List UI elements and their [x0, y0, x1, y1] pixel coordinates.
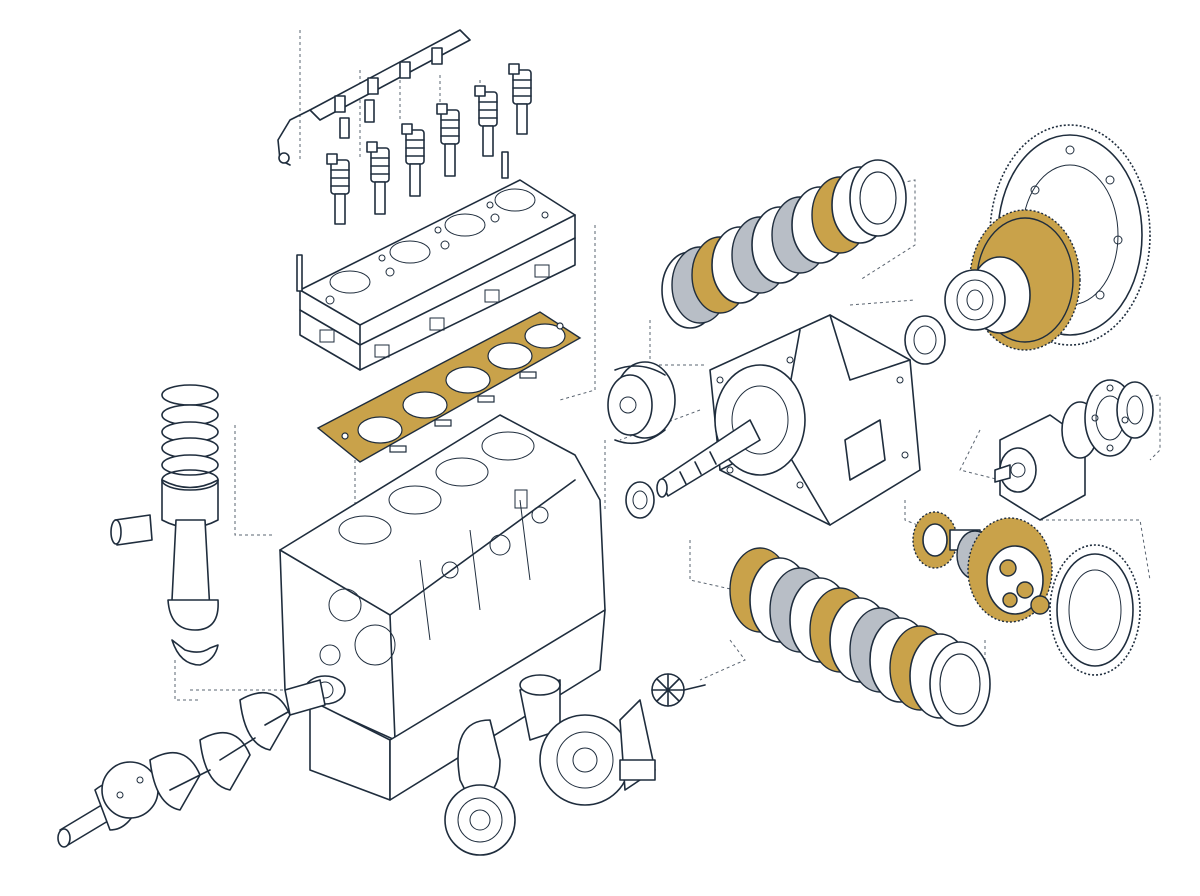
- bearing: [625, 315, 946, 519]
- planetary-gearset: [912, 511, 1053, 623]
- fuel-rail: [277, 29, 471, 166]
- torque-converter-hub: [607, 361, 676, 445]
- turbocharger: [444, 674, 656, 856]
- output-flange-assembly: [994, 379, 1154, 521]
- transmission-housing: [656, 314, 921, 526]
- head-gasket: [316, 311, 582, 463]
- crankshaft: [57, 679, 326, 848]
- piston-connecting-rod: [110, 384, 219, 666]
- clutch-disc-stack-lower: [729, 547, 991, 727]
- turbine-wheel: [651, 673, 706, 707]
- fuel-injectors: [326, 63, 532, 225]
- clutch-disc-stack-upper: [661, 159, 907, 329]
- ring-gear-differential: [944, 124, 1151, 351]
- large-ring-gear: [1049, 544, 1141, 676]
- cylinder-head: [296, 179, 576, 371]
